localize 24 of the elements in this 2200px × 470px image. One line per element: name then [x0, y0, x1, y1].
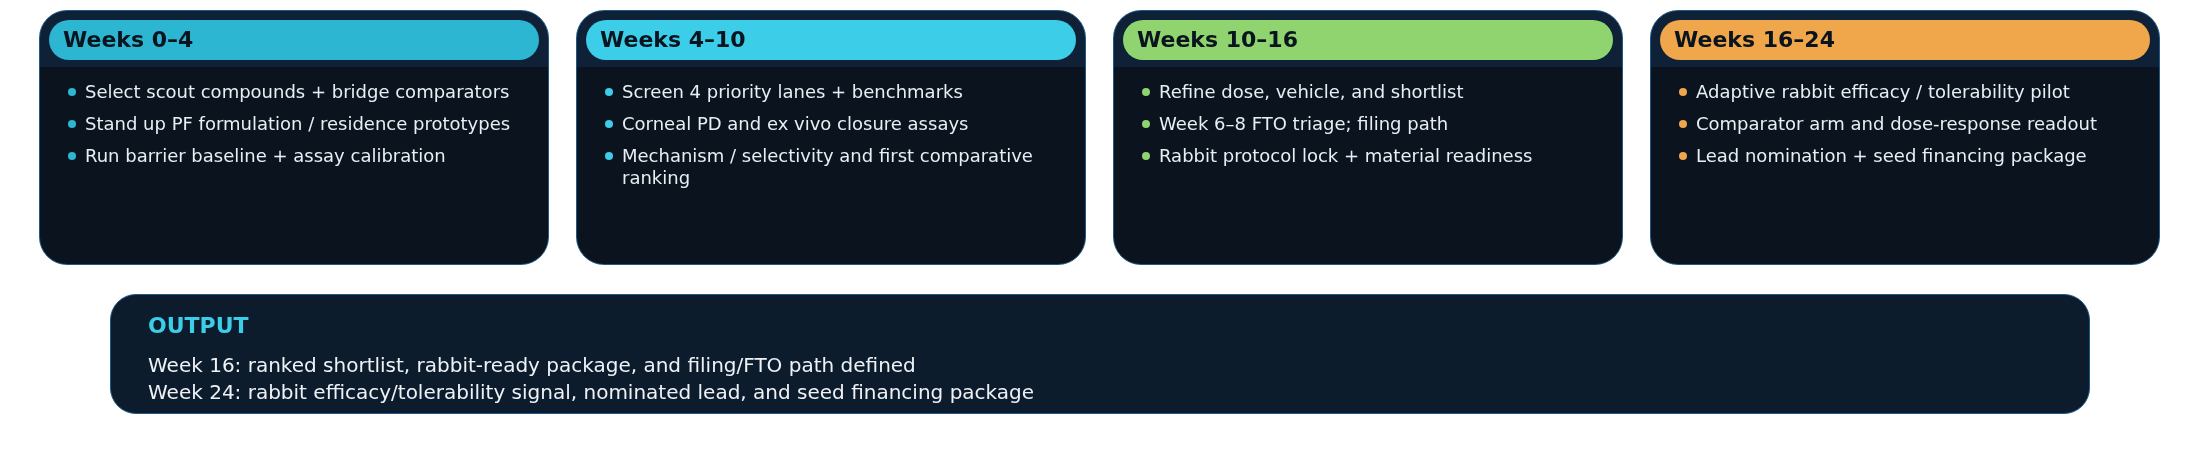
bullet-text: Screen 4 priority lanes + benchmarks — [622, 81, 964, 103]
bullet-text: Week 6–8 FTO triage; filing path — [1159, 113, 1450, 135]
bullet-text: Corneal PD and ex vivo closure assays — [622, 113, 970, 135]
phase-heading: Weeks 10–16 — [1123, 20, 1613, 60]
bullet-text: Refine dose, vehicle, and shortlist — [1159, 81, 1465, 103]
phase-card — [576, 10, 1086, 265]
output-heading: OUTPUT — [148, 313, 249, 339]
output-text: Week 16: ranked shortlist, rabbit-ready package, and filing/FTO path defined — [148, 352, 916, 379]
output-panel — [110, 294, 2090, 414]
bullet-text: Select scout compounds + bridge comparators — [85, 81, 511, 103]
bullet-text: Run barrier baseline + assay calibration — [85, 145, 447, 167]
bullet-text: Rabbit protocol lock + material readiness — [1159, 145, 1534, 167]
output-text: Week 24: rabbit efficacy/tolerability signal, nominated lead, and seed financing package — [148, 379, 1035, 406]
phase-card — [1113, 10, 1623, 265]
bullet-text: Adaptive rabbit efficacy / tolerability pilot — [1696, 81, 2071, 103]
phase-heading: Weeks 4–10 — [586, 20, 1076, 60]
bullet-text: Mechanism / selectivity and first comparative ranking — [622, 145, 1034, 189]
phase-heading: Weeks 16–24 — [1660, 20, 2150, 60]
bullet-text: Comparator arm and dose-response readout — [1696, 113, 2099, 135]
phase-card — [39, 10, 549, 265]
phase-heading: Weeks 0–4 — [49, 20, 539, 60]
bullet-text: Lead nomination + seed financing package — [1696, 145, 2088, 167]
phase-card — [1650, 10, 2160, 265]
bullet-text: Stand up PF formulation / residence prototypes — [85, 113, 512, 135]
